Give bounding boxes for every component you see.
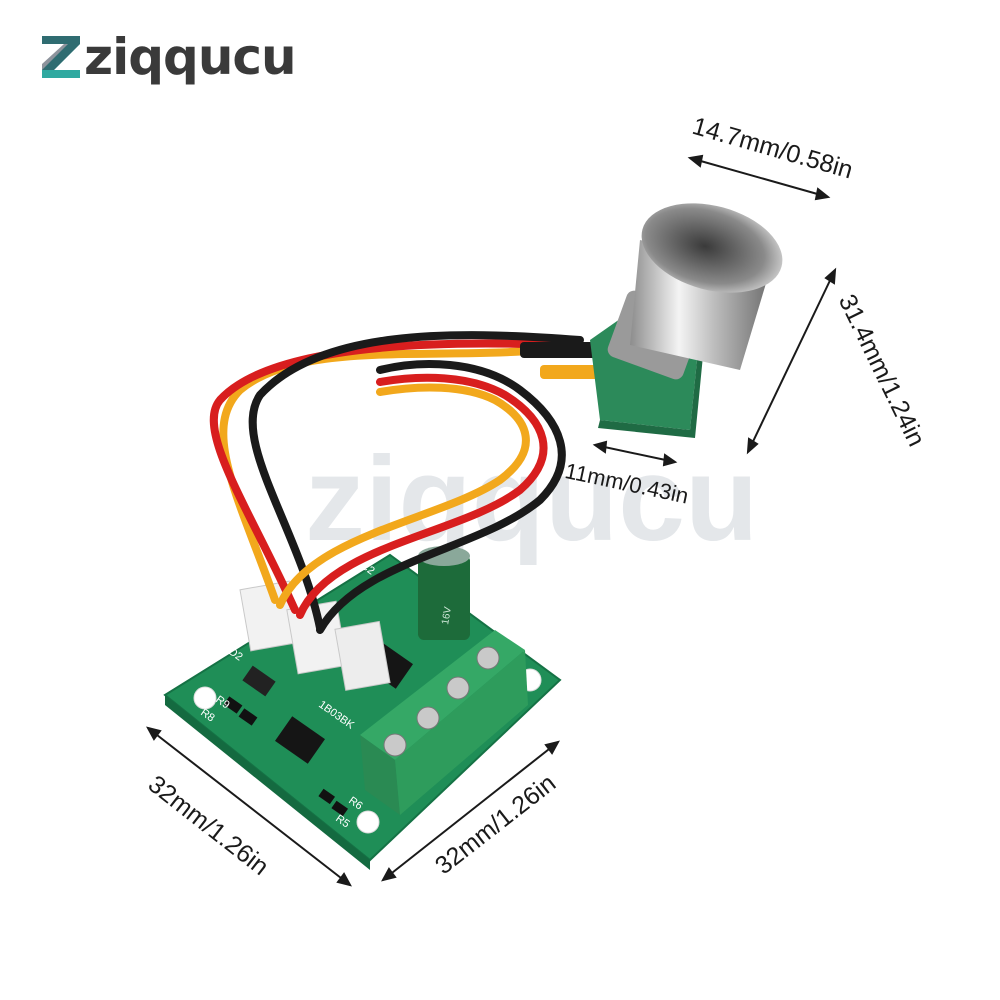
screw-terminal: [360, 630, 528, 815]
wires: [209, 331, 610, 634]
dimension-arrows: [146, 154, 837, 887]
screw: [476, 646, 500, 670]
watermark-text: ziqqucu: [305, 432, 758, 566]
brand-logo: ziqqucu: [40, 28, 297, 86]
ic-chip: [275, 716, 325, 764]
screw: [416, 706, 440, 730]
z-logo-icon: [42, 36, 80, 78]
mount-hole: [193, 686, 217, 710]
knob: [630, 203, 783, 370]
screw: [446, 676, 470, 700]
mount-hole: [356, 810, 380, 834]
screw: [383, 733, 407, 757]
brand-name: ziqqucu: [84, 28, 297, 86]
cap-label: 16V: [440, 606, 454, 626]
